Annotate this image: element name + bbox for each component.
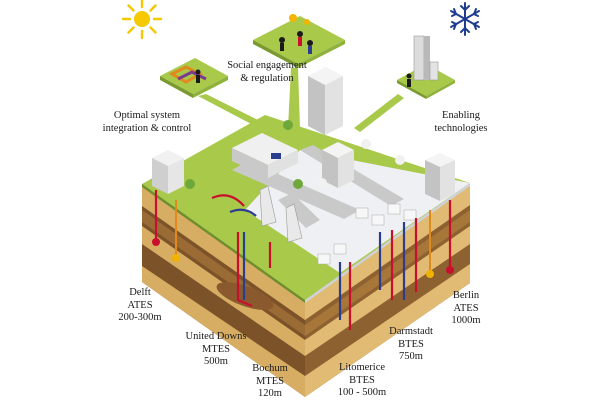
callout-connectors [198, 68, 404, 132]
pipes-cold [229, 208, 406, 320]
pipes-hot [154, 190, 452, 330]
callout-social-engagement: Social engagement & regulation [227, 60, 307, 84]
well-bulb-orange-left [172, 254, 180, 262]
drilling-rigs [259, 185, 303, 243]
building-tall-left [152, 150, 184, 194]
trees [185, 120, 405, 189]
building-mid-right [322, 142, 354, 188]
snowflake-icon [450, 2, 480, 36]
building-tower-center [308, 67, 343, 135]
site-label-delft: Delft ATES 200-300m [118, 287, 162, 323]
social-engagement-platform [253, 14, 345, 68]
well-bulb-delft [152, 238, 160, 246]
optimal-integration-platform [160, 58, 228, 98]
callout-enabling-technologies: Enabling technologies [434, 110, 488, 134]
site-label-united-downs: United Downs MTES 500m [185, 331, 247, 367]
site-label-bochum: Bochum MTES 120m [252, 363, 288, 399]
site-label-darmstadt: Darmstadt BTES 750m [389, 326, 433, 362]
enabling-technologies-platform [397, 35, 455, 99]
site-label-berlin: Berlin ATES 1000m [451, 290, 481, 326]
building-factory [232, 133, 298, 178]
houses-snow [317, 203, 417, 265]
site-label-litomerice: Litomerice BTES 100 - 500m [337, 362, 387, 398]
sun-icon [121, 0, 163, 40]
building-tower-right [425, 153, 455, 201]
well-bulb-berlin [446, 266, 454, 274]
callout-optimal-system: Optimal system integration & control [102, 110, 192, 134]
well-bulb-orange-right [426, 270, 434, 278]
pipes-orange [175, 200, 431, 272]
